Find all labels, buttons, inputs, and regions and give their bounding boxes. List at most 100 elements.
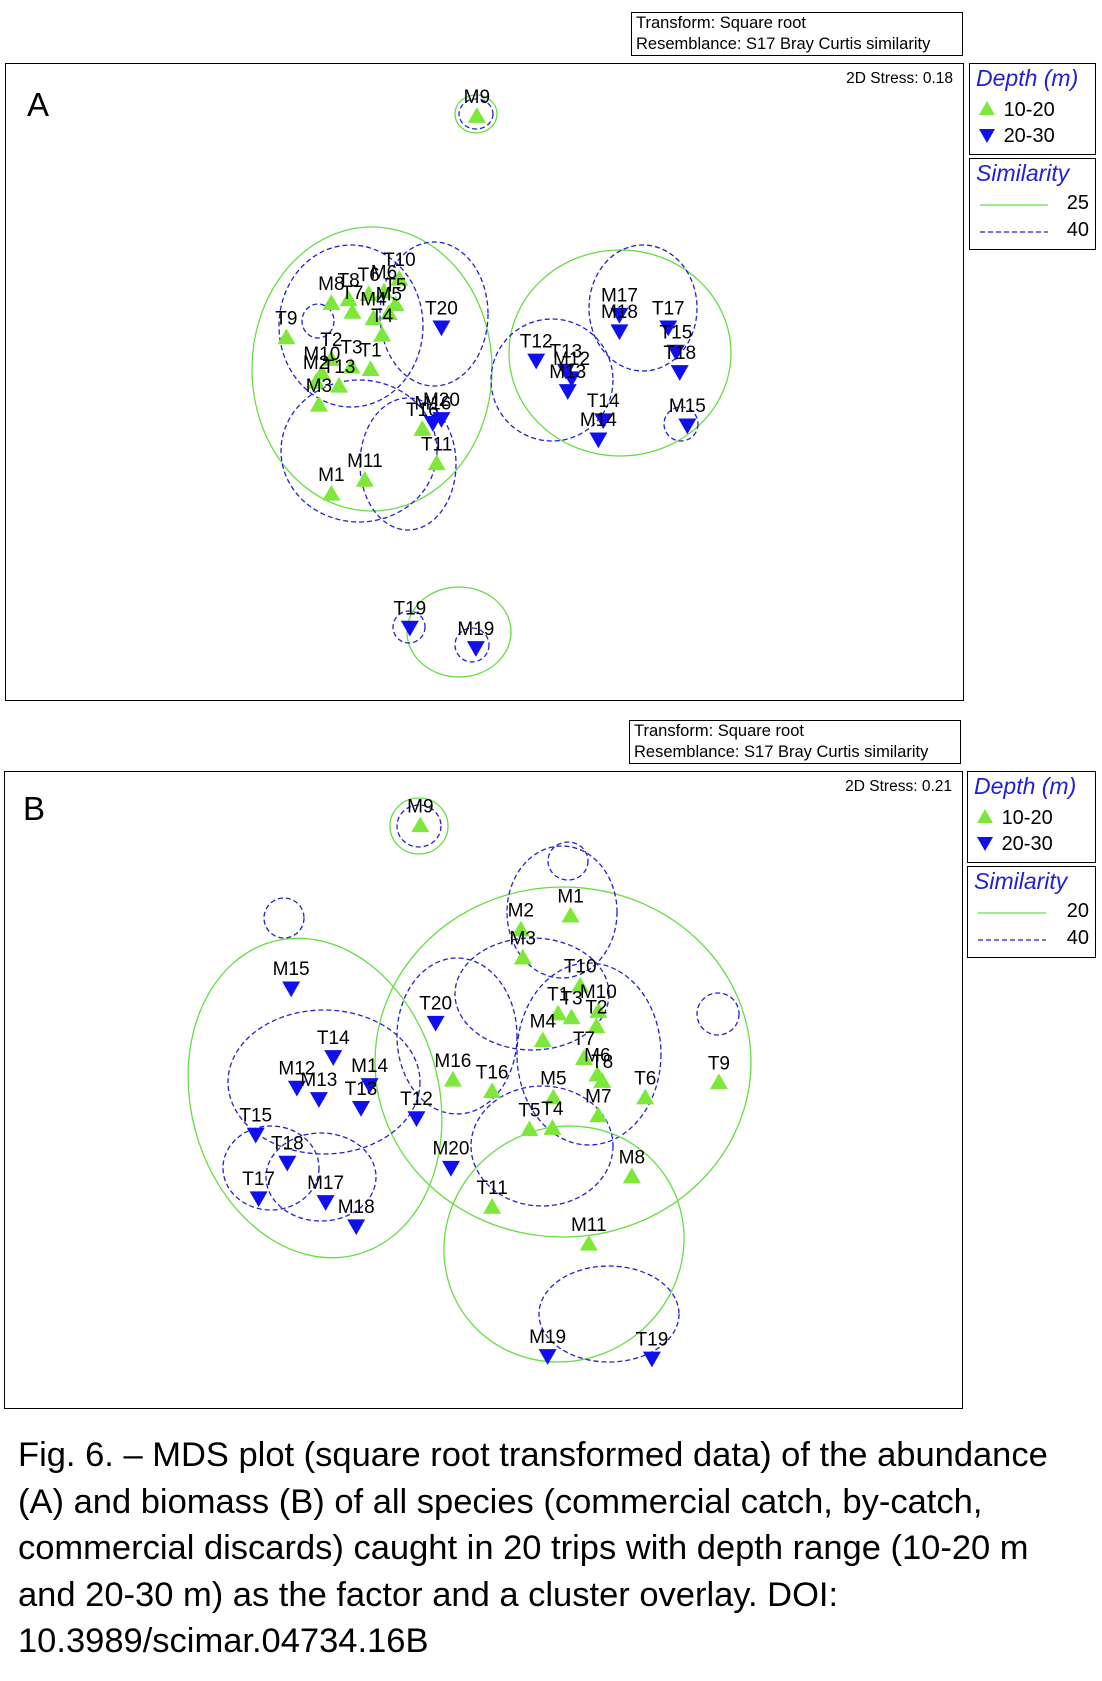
point-label-t13: T13 <box>549 342 582 363</box>
point-t3 <box>562 1008 581 1025</box>
point-t16 <box>483 1082 502 1099</box>
point-t4 <box>373 325 392 342</box>
point-label-m7: M7 <box>585 1086 611 1107</box>
point-label-m2: M2 <box>508 901 534 922</box>
point-label-t17: T17 <box>652 298 685 319</box>
transform-box-b: Transform: Square root Resemblance: S17 … <box>629 720 961 764</box>
point-m3 <box>513 948 532 965</box>
triangle-up-icon <box>977 809 993 823</box>
transform-label: Transform: Square root <box>636 14 806 32</box>
point-label-t15: T15 <box>239 1106 272 1127</box>
similarity-ellipse-low <box>389 797 449 855</box>
point-m12 <box>287 1080 306 1097</box>
point-label-m6: M6 <box>371 263 397 284</box>
resemblance-label: Resemblance: S17 Bray Curtis similarity <box>636 35 931 53</box>
similarity-ellipse-40 <box>265 1132 377 1222</box>
point-label-t7: T7 <box>573 1029 595 1050</box>
point-label-m1: M1 <box>557 887 583 908</box>
stress-value-b: 2D Stress: 0.21 <box>845 778 952 795</box>
similarity-ellipse-40 <box>227 1009 421 1155</box>
similarity-value-25: 25 <box>1066 192 1089 214</box>
point-label-t14: T14 <box>317 1028 350 1049</box>
point-label-t6: T6 <box>358 265 380 286</box>
point-m6 <box>375 282 394 299</box>
point-label-t10: T10 <box>564 957 597 978</box>
similarity-ellipse-40 <box>696 992 740 1036</box>
figure-caption: Fig. 6. – MDS plot (square root transfor… <box>18 1436 1048 1660</box>
point-t9 <box>709 1073 728 1090</box>
point-label-t11: T11 <box>421 434 452 455</box>
point-t13 <box>352 1101 371 1117</box>
point-m18 <box>347 1219 366 1236</box>
point-m14 <box>360 1078 379 1094</box>
point-m10 <box>589 1002 608 1018</box>
point-t5 <box>386 295 405 312</box>
point-t8 <box>339 290 358 307</box>
legend-item-10-20: 10-20 <box>976 98 1055 122</box>
point-label-m12: M12 <box>553 349 590 370</box>
point-m11 <box>579 1234 598 1251</box>
point-t14 <box>594 413 613 430</box>
point-t12 <box>527 353 546 370</box>
point-label-t6: T6 <box>634 1069 656 1090</box>
point-t13 <box>330 376 349 393</box>
point-t6 <box>636 1088 655 1105</box>
point-label-t18: T18 <box>663 343 696 364</box>
point-label-t19: T19 <box>393 598 426 619</box>
point-label-m18: M18 <box>601 302 638 323</box>
point-label-t9: T9 <box>708 1053 730 1074</box>
point-label-m5: M5 <box>540 1069 566 1090</box>
point-label-m9: M9 <box>407 796 433 817</box>
point-label-m19: M19 <box>529 1327 566 1348</box>
transform-label: Transform: Square root <box>634 722 804 740</box>
depth-legend-title: Depth (m) <box>974 773 1077 799</box>
similarity-ellipse-40 <box>379 241 489 387</box>
point-t14 <box>324 1050 343 1066</box>
point-m8 <box>622 1167 641 1184</box>
similarity-ellipse-low <box>374 886 752 1238</box>
point-label-t18: T18 <box>271 1134 304 1155</box>
point-m1 <box>322 484 341 501</box>
point-label-m10: M10 <box>580 982 617 1003</box>
legend-item-20-30: 20-30 <box>974 833 1053 856</box>
point-t8 <box>593 1072 612 1088</box>
point-label-m13: M13 <box>300 1070 337 1091</box>
point-m5 <box>379 304 398 321</box>
similarity-ellipse-40 <box>547 841 589 881</box>
panel-letter-b: B <box>23 790 46 827</box>
point-m1 <box>561 906 580 923</box>
similarity-value-40: 40 <box>1066 219 1089 241</box>
point-t4 <box>543 1119 562 1135</box>
similarity-ellipse-low <box>508 249 732 457</box>
point-label-t17: T17 <box>242 1169 275 1190</box>
point-label-t3: T3 <box>340 338 362 359</box>
point-label-m16: M16 <box>434 1051 471 1072</box>
point-t2 <box>587 1017 606 1034</box>
similarity-ellipse-40 <box>490 318 614 442</box>
transform-box-a: Transform: Square root Resemblance: S17 … <box>631 12 963 56</box>
point-t19 <box>400 620 419 637</box>
panel-letter-a: A <box>27 86 50 123</box>
point-label-m11: M11 <box>347 451 383 472</box>
point-label-m19: M19 <box>457 619 494 640</box>
point-label-m12: M12 <box>278 1058 315 1079</box>
point-label-m5: M5 <box>376 284 402 305</box>
point-label-m15: M15 <box>273 959 310 980</box>
point-m9 <box>467 107 486 123</box>
point-label-m18: M18 <box>338 1197 375 1218</box>
point-m2 <box>511 920 530 937</box>
point-m16 <box>443 1070 462 1087</box>
similarity-ellipse-40 <box>458 98 494 130</box>
point-label-m14: M14 <box>580 410 617 431</box>
triangle-down-icon <box>977 837 993 851</box>
point-label-m17: M17 <box>601 286 638 307</box>
cluster-overlay <box>251 94 732 678</box>
point-t1 <box>549 1004 568 1021</box>
similarity-ellipse-40 <box>392 610 426 644</box>
similarity-ellipse-40 <box>470 1085 614 1207</box>
point-t3 <box>342 357 361 374</box>
triangle-down-icon <box>979 129 995 143</box>
point-m13 <box>309 1092 328 1108</box>
